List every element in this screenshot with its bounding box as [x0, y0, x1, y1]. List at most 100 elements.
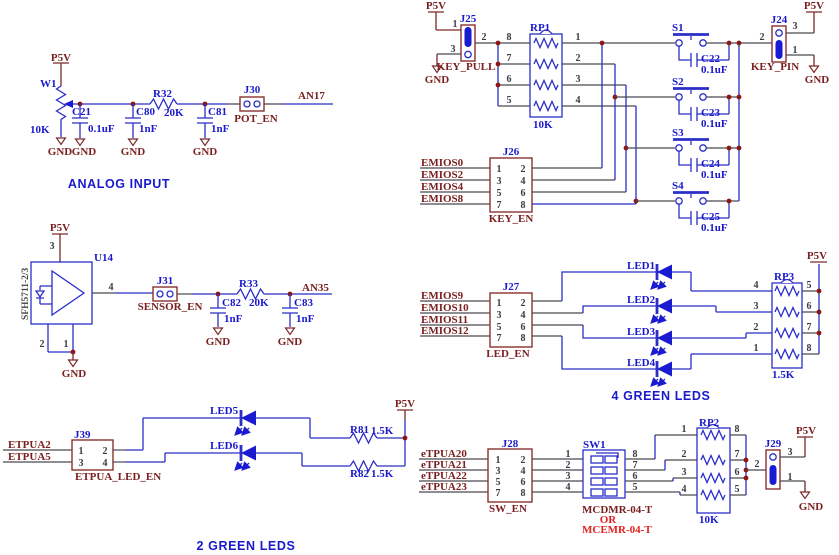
value-c25: 0.1uF [701, 222, 728, 234]
pin-label: 7 [735, 449, 740, 460]
value-r82: 1.5K [371, 468, 394, 480]
ref-u14: U14 [94, 252, 113, 264]
pin-label: 4 [576, 95, 581, 106]
led2: LED2 [627, 294, 772, 324]
dip-switch-sw1 [582, 449, 626, 499]
amplifier-icon [51, 269, 86, 317]
net-etpua21: eTPUA21 [421, 459, 467, 471]
ref-rp2: RP2 [699, 417, 720, 429]
gnd-arrow-icon [127, 138, 139, 147]
gnd-label: GND [48, 146, 73, 158]
value-c80: 1nF [139, 123, 158, 135]
pushbutton-s1: S1 C22 0.1uF [672, 22, 772, 76]
ref-led1: LED1 [627, 260, 655, 272]
gnd-label: GND [62, 368, 87, 380]
pin-label: 1 [788, 472, 793, 483]
power-label: P5V [796, 425, 816, 437]
ref-c83: C83 [294, 297, 313, 309]
ref-j28: J28 [502, 438, 519, 450]
header-j26 [489, 157, 533, 213]
net-key-pin: KEY_PIN [751, 61, 799, 73]
net-emios8: EMIOS8 [421, 193, 464, 205]
pin-label: 1 [793, 45, 798, 56]
pin-label: 5 [633, 482, 638, 493]
pin-label: 3 [566, 471, 571, 482]
net-led-en: LED_EN [486, 348, 529, 360]
key-section: P5V 1 J25 3 GND KEY_PULL 2 RP1 10K 8 7 6… [420, 0, 829, 234]
ref-r82: R82 [350, 468, 369, 480]
gnd-arrow-icon [74, 138, 86, 147]
pin-label: 5 [497, 188, 502, 199]
pin-label: 1 [682, 424, 687, 435]
pin-label: 4 [566, 482, 571, 493]
pin-label: 1 [64, 339, 69, 350]
ref-c21: C21 [72, 106, 91, 118]
value-c22: 0.1uF [701, 64, 728, 76]
power-label: P5V [51, 52, 71, 64]
ref-rp3: RP3 [774, 271, 795, 283]
pin-label: 4 [109, 282, 114, 293]
net-etpua5: ETPUA5 [8, 451, 51, 463]
pin-label: 7 [807, 322, 812, 333]
pin-label: 4 [754, 280, 759, 291]
gnd-label: GND [206, 336, 231, 348]
gnd-arrow-icon [808, 65, 820, 74]
pin-label: 2 [521, 455, 526, 466]
net-emios0: EMIOS0 [421, 157, 464, 169]
resistor-pack-rp2 [696, 427, 731, 514]
pin-label: 6 [807, 301, 812, 312]
ref-c23: C23 [701, 107, 720, 119]
pushbutton-s2: S2 C23 0.1uF [672, 76, 739, 130]
pin-label: 7 [633, 460, 638, 471]
value-c81: 1nF [211, 123, 230, 135]
pin-label: 6 [521, 188, 526, 199]
pin-label: 1 [496, 455, 501, 466]
gnd-arrow-icon [199, 138, 211, 147]
header-j39 [71, 439, 114, 471]
pin-label: 3 [788, 447, 793, 458]
value-r33: 20K [249, 297, 269, 309]
value-rp1: 10K [533, 119, 553, 131]
gnd-label: GND [425, 74, 450, 86]
pin-label: 2 [576, 53, 581, 64]
value-c82: 1nF [224, 313, 243, 325]
net-an17: AN17 [298, 90, 325, 102]
gnd-arrow-icon [212, 327, 224, 336]
ref-sw1: SW1 [583, 439, 606, 451]
net-sw-en: SW_EN [489, 503, 527, 515]
pin-label: 4 [521, 466, 526, 477]
ref-r32: R32 [153, 88, 172, 100]
pin-label: 7 [507, 53, 512, 64]
pin-label: 8 [507, 32, 512, 43]
net-pot-en: POT_EN [234, 113, 277, 125]
pin-label: 2 [521, 164, 526, 175]
value-r81: 1.5K [371, 425, 394, 437]
dip-actuator-icon [596, 452, 619, 458]
net-etpua-led-en: ETPUA_LED_EN [75, 471, 161, 483]
pin-label: 1 [754, 343, 759, 354]
power-label: P5V [804, 0, 824, 12]
pin-label: 7 [497, 333, 502, 344]
pin-label: 6 [521, 322, 526, 333]
pin-label: 1 [576, 32, 581, 43]
value-c83: 1nF [296, 313, 315, 325]
pushbutton-s3: S3 C24 0.1uF [672, 127, 739, 181]
pin-label: 4 [682, 484, 687, 495]
net-sensor-en: SENSOR_EN [138, 301, 203, 313]
pin-label: 6 [633, 471, 638, 482]
pin-label: 3 [754, 301, 759, 312]
pin-label: 3 [497, 310, 502, 321]
ref-c80: C80 [136, 106, 155, 118]
pin-label: 3 [682, 467, 687, 478]
net-etpua23: eTPUA23 [421, 481, 467, 493]
pin-label: 2 [566, 460, 571, 471]
section-title-4leds: 4 GREEN LEDS [612, 389, 711, 403]
pin-label: 3 [50, 241, 55, 252]
ref-led6: LED6 [210, 440, 239, 452]
net-emios11: EMIOS11 [421, 314, 468, 326]
ref-led3: LED3 [627, 326, 656, 338]
gnd-label: GND [121, 146, 146, 158]
led6: LED6 [210, 440, 256, 471]
